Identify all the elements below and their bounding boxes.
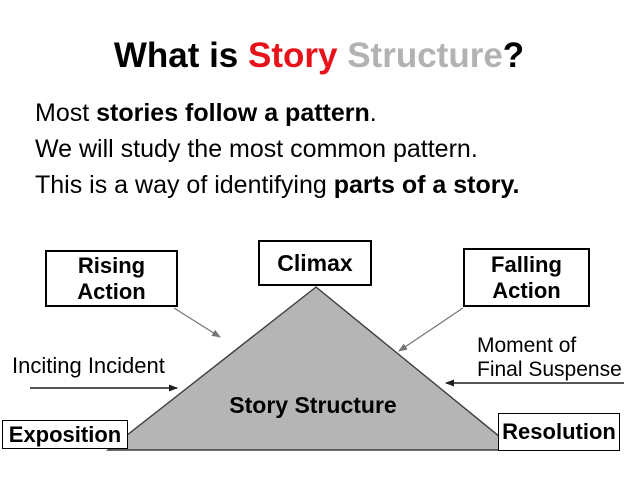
climax-label: Climax bbox=[277, 249, 353, 276]
plot-triangle bbox=[105, 286, 518, 451]
final-suspense-label: Moment of Final Suspense bbox=[477, 334, 622, 382]
intro-paragraph: Most stories follow a pattern. We will s… bbox=[35, 95, 519, 203]
title-word-structure: Structure bbox=[337, 36, 503, 75]
intro-line-3: This is a way of identifying parts of a … bbox=[35, 167, 519, 203]
falling-action-label-line2: Action bbox=[492, 277, 561, 303]
rising-action-label-line1: Rising bbox=[77, 252, 146, 278]
falling-action-label-line1: Falling bbox=[491, 251, 562, 277]
intro-line-3-regular: This is a way of identifying bbox=[35, 171, 334, 199]
rising-action-arrow-icon bbox=[173, 307, 221, 338]
intro-line-2: We will study the most common pattern. bbox=[35, 131, 519, 167]
exposition-box: Exposition bbox=[2, 420, 128, 449]
exposition-label: Exposition bbox=[8, 421, 122, 447]
intro-line-1-end: . bbox=[369, 99, 377, 127]
rising-action-label-line2: Action bbox=[77, 278, 146, 304]
title-word-story: Story bbox=[248, 36, 338, 75]
rising-action-box: Rising Action bbox=[45, 250, 178, 307]
final-suspense-label-line1: Moment of bbox=[477, 334, 577, 357]
intro-line-1: Most stories follow a pattern. bbox=[35, 95, 519, 131]
title-question-mark: ? bbox=[502, 36, 525, 75]
intro-line-1-regular: Most bbox=[35, 99, 97, 127]
intro-line-1-bold: stories follow a pattern bbox=[96, 99, 370, 127]
intro-line-2-regular: We will study the most common pattern. bbox=[35, 135, 478, 163]
slide-title: What is Story Structure? bbox=[0, 36, 638, 76]
final-suspense-label-line2: Final Suspense bbox=[477, 358, 622, 381]
climax-box: Climax bbox=[258, 240, 372, 286]
falling-action-box: Falling Action bbox=[463, 248, 590, 307]
title-lead: What is bbox=[113, 36, 248, 75]
intro-line-3-bold: parts of a story. bbox=[333, 171, 520, 199]
falling-action-arrow-icon bbox=[398, 307, 464, 352]
resolution-box: Resolution bbox=[498, 413, 620, 451]
inciting-incident-label: Inciting Incident bbox=[12, 353, 165, 378]
resolution-label: Resolution bbox=[502, 419, 616, 444]
triangle-label: Story Structure bbox=[229, 392, 397, 418]
